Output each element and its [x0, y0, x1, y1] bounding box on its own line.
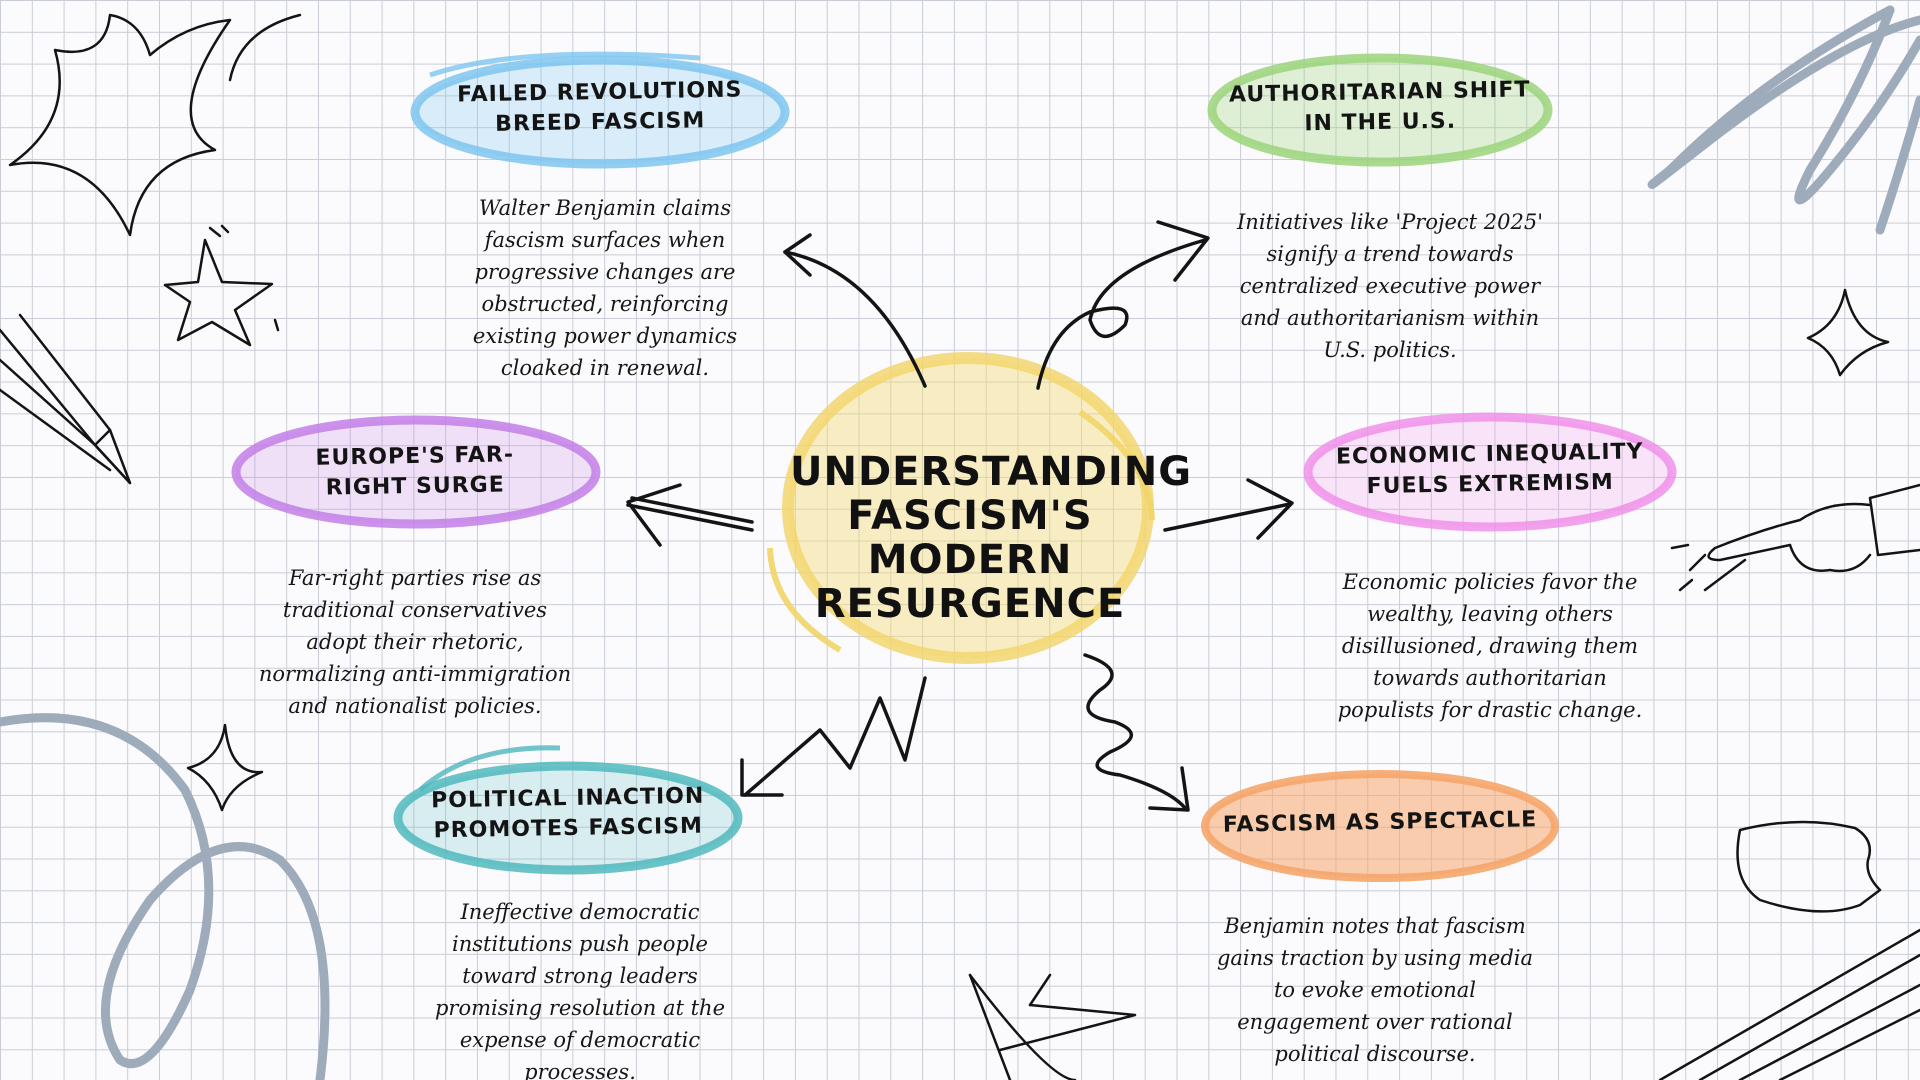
arrow-to-political-inaction: [740, 676, 927, 797]
arrow-to-authoritarian-shift: [1036, 220, 1210, 390]
highlight-failed-revolutions: [410, 51, 790, 169]
center-topic-title: UNDERSTANDING FASCISM'S MODERN RESURGENC…: [790, 449, 1193, 627]
node-title-political-inaction: POLITICAL INACTION PROMOTES FASCISM: [430, 783, 705, 844]
highlight-authoritarian-shift: [1207, 53, 1553, 167]
node-description-failed-revolutions: Walter Benjamin claims fascism surfaces …: [472, 196, 738, 380]
highlight-fascism-spectacle: [1201, 770, 1559, 882]
gray-loop-bottom-left-icon: [0, 713, 330, 1080]
diamond-sparkle-icon: [1806, 288, 1890, 377]
highlight-economic-inequality: [1303, 412, 1677, 532]
pointing-hand-icon: [1670, 483, 1920, 592]
node-title-failed-revolutions: FAILED REVOLUTIONS BREED FASCISM: [456, 77, 743, 137]
gray-scribble-top-right-icon: [1647, 5, 1920, 235]
small-star-doodle-icon: [163, 224, 280, 347]
highlight-europe-far-right: [231, 415, 601, 529]
pencil-doodle-icon: [0, 313, 132, 485]
node-title-authoritarian-shift: AUTHORITARIAN SHIFT IN THE U.S.: [1228, 77, 1531, 137]
node-description-economic-inequality: Economic policies favor the wealthy, lea…: [1337, 570, 1643, 722]
outline-star-doodle-icon: [968, 973, 1137, 1080]
speech-bubble-icon: [1736, 820, 1882, 913]
highlight-political-inaction: [393, 745, 743, 875]
arrow-to-fascism-spectacle: [1083, 653, 1190, 812]
hatch-lines-doodle-icon: [1658, 928, 1920, 1080]
node-title-fascism-spectacle: FASCISM AS SPECTACLE: [1222, 807, 1538, 838]
node-description-europe-far-right: Far-right parties rise as traditional co…: [258, 566, 572, 718]
node-title-economic-inequality: ECONOMIC INEQUALITY FUELS EXTREMISM: [1335, 439, 1644, 500]
arrow-to-economic-inequality: [1163, 478, 1294, 540]
node-description-fascism-spectacle: Benjamin notes that fascism gains tracti…: [1216, 914, 1534, 1066]
node-description-political-inaction: Ineffective democratic institutions push…: [434, 900, 726, 1080]
sparkle-doodle-icon: [186, 723, 264, 812]
node-title-europe-far-right: EUROPE'S FAR-RIGHT SURGE: [315, 442, 515, 501]
node-description-authoritarian-shift: Initiatives like 'Project 2025' signify …: [1237, 210, 1543, 362]
arrow-to-europe-far-right: [626, 483, 754, 547]
center-highlight: [767, 352, 1155, 664]
big-star-doodle-icon: [8, 13, 302, 237]
arrow-to-failed-revolutions: [783, 233, 927, 388]
